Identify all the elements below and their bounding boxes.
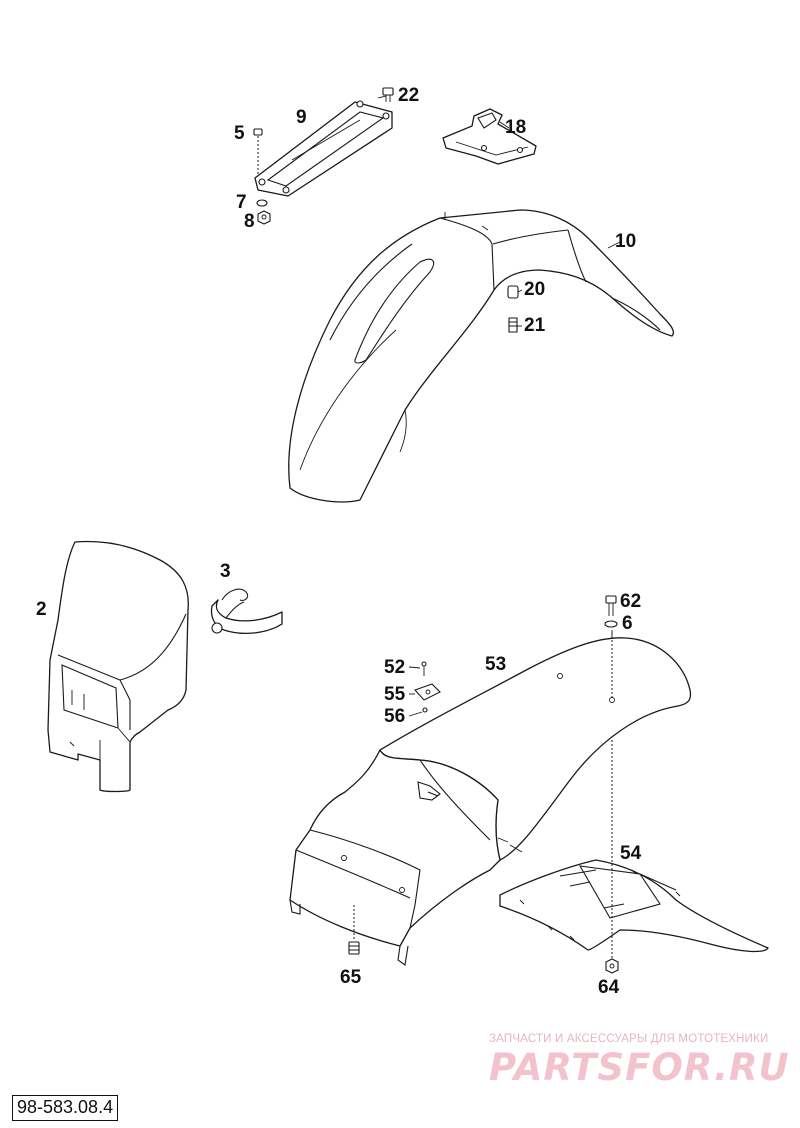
part-5-screw bbox=[253, 128, 263, 176]
part-18-plate bbox=[442, 108, 537, 165]
part-2-headlight-mask bbox=[47, 540, 189, 793]
part-8-nut bbox=[257, 210, 271, 225]
callout-54: 54 bbox=[620, 843, 642, 864]
part-53-rear-fender bbox=[289, 632, 692, 966]
callout-52: 52 bbox=[384, 657, 406, 678]
part-64-nut bbox=[605, 958, 619, 974]
callout-18: 18 bbox=[505, 117, 527, 138]
callout-56: 56 bbox=[384, 706, 406, 727]
callout-22: 22 bbox=[398, 85, 420, 106]
callout-6: 6 bbox=[622, 613, 633, 634]
part-52-screw bbox=[421, 661, 427, 676]
part-10-front-fender bbox=[288, 209, 675, 503]
part-20-bushing bbox=[507, 285, 519, 299]
part-3-clamp bbox=[210, 588, 283, 635]
diagram-code-label: 98-583.08.4 bbox=[12, 1095, 119, 1121]
part-6-washer bbox=[604, 620, 618, 628]
callout-5: 5 bbox=[234, 123, 245, 144]
callout-53: 53 bbox=[485, 654, 507, 675]
callout-9: 9 bbox=[296, 107, 307, 128]
part-55-clip bbox=[414, 683, 441, 701]
callout-21: 21 bbox=[524, 315, 546, 336]
part-21-screw bbox=[508, 317, 518, 333]
part-7-washer bbox=[256, 199, 268, 207]
callout-55: 55 bbox=[384, 684, 406, 705]
callout-64: 64 bbox=[598, 977, 620, 998]
callout-10: 10 bbox=[615, 231, 637, 252]
part-65-screw bbox=[348, 905, 360, 955]
part-54-mudflap bbox=[499, 740, 769, 960]
callout-62: 62 bbox=[620, 591, 642, 612]
part-9-bracket bbox=[254, 100, 393, 197]
callout-20: 20 bbox=[524, 279, 546, 300]
part-22-screw bbox=[382, 87, 394, 102]
watermark-logo: PARTSFOR.RU bbox=[489, 1046, 790, 1089]
callout-3: 3 bbox=[220, 561, 231, 582]
callout-7: 7 bbox=[236, 192, 247, 213]
callout-2: 2 bbox=[36, 599, 47, 620]
callout-65: 65 bbox=[340, 967, 362, 988]
leader-lines bbox=[377, 95, 621, 717]
part-62-screw bbox=[605, 595, 617, 616]
watermark-tagline: ЗАПЧАСТИ И АКСЕССУАРЫ ДЛЯ МОТОТЕХНИКИ bbox=[489, 1033, 769, 1045]
part-56-rivet bbox=[422, 707, 428, 713]
callout-8: 8 bbox=[244, 211, 255, 232]
